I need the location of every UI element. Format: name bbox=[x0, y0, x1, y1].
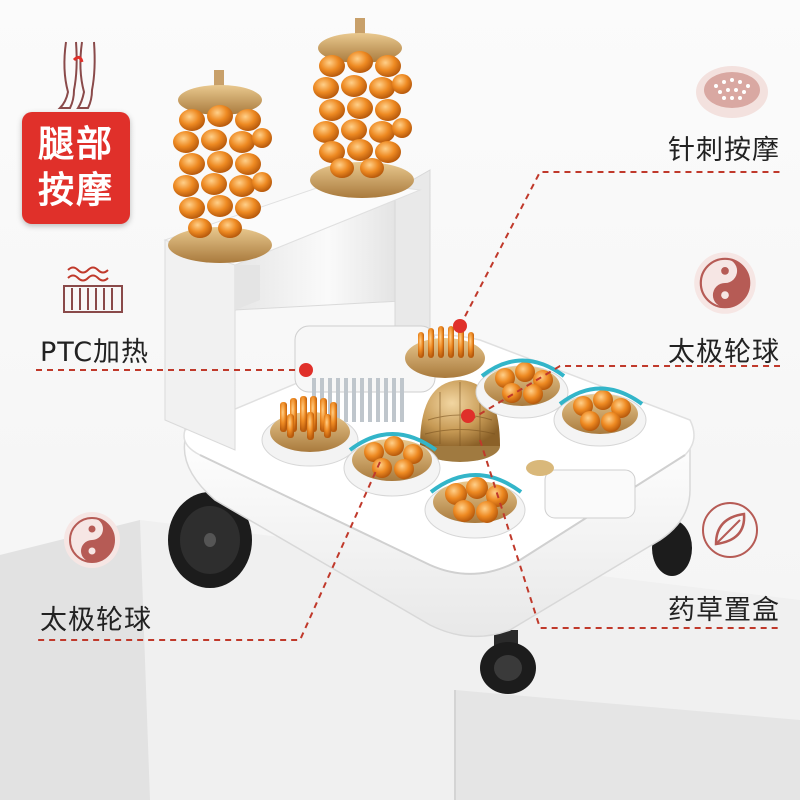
label-ptc-heating: PTC加热 bbox=[40, 337, 150, 368]
heater-icon bbox=[63, 266, 123, 313]
leader-herb bbox=[479, 439, 780, 629]
dot-needle bbox=[453, 319, 467, 333]
front-caster-wheel bbox=[480, 630, 536, 694]
massage-discs bbox=[261, 326, 647, 539]
label-needle-massage: 针刺按摩 bbox=[668, 135, 780, 166]
label-taiji-ball-left: 太极轮球 bbox=[40, 605, 152, 636]
leg-roller-right bbox=[310, 18, 414, 198]
label-taiji-ball-right: 太极轮球 bbox=[668, 337, 780, 368]
leg-massage-badge: 腿部 按摩 bbox=[22, 112, 130, 224]
callout-dots bbox=[299, 319, 475, 423]
leg-roller-left bbox=[168, 70, 272, 263]
front-left-wheel bbox=[168, 492, 252, 588]
label-herb-box: 药草置盒 bbox=[668, 595, 780, 626]
leader-needle bbox=[459, 171, 780, 327]
leader-taiji-right bbox=[469, 365, 780, 421]
needle-pad-icon bbox=[696, 66, 768, 118]
pedestal bbox=[0, 520, 800, 800]
dot-herb bbox=[461, 409, 475, 423]
badge-line-2: 按摩 bbox=[37, 170, 114, 211]
leader-lines bbox=[36, 171, 780, 641]
yin-yang-icon-right bbox=[694, 252, 756, 314]
yin-yang-icon bbox=[64, 512, 120, 568]
legs-icon bbox=[57, 41, 96, 109]
leaf-icon bbox=[702, 502, 758, 558]
badge-line-1: 腿部 bbox=[37, 124, 114, 165]
herb-box-lid bbox=[526, 460, 636, 519]
dot-ptc bbox=[299, 363, 313, 377]
